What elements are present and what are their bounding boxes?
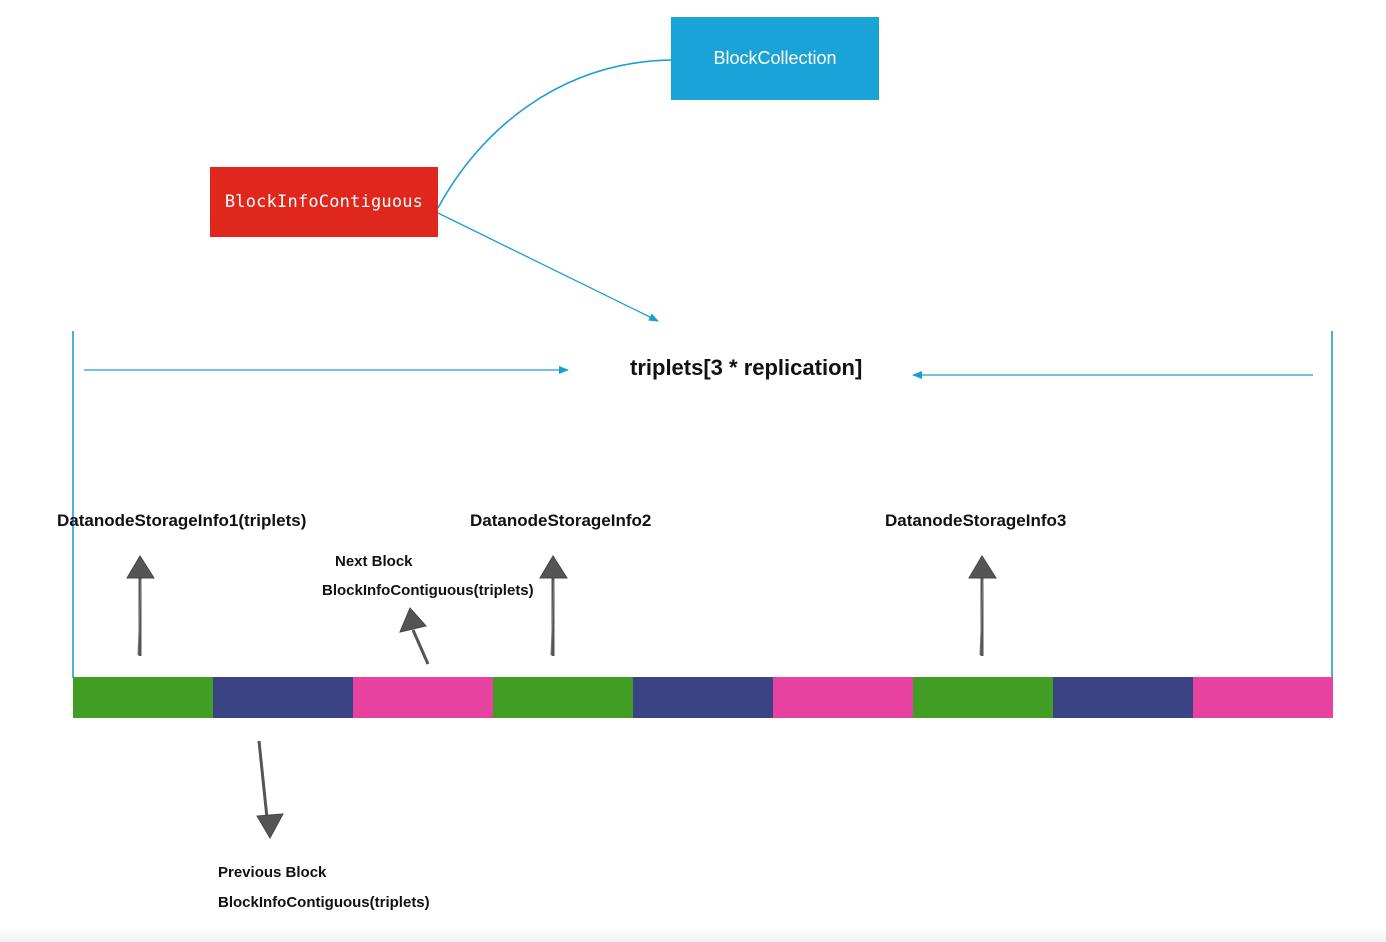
- triplets-connector-arrow: [437, 212, 659, 322]
- next-block-subtitle: BlockInfoContiguous(triplets): [322, 582, 534, 599]
- previous-block-arrow: [256, 740, 284, 840]
- storage-arrow-2: [539, 555, 568, 656]
- next-block-arrow: [399, 607, 430, 665]
- block-collection-node: BlockCollection: [671, 17, 879, 100]
- bottom-edge: [0, 928, 1386, 942]
- triplets-title: triplets[3 * replication]: [630, 355, 863, 380]
- storage-arrow-1: [126, 555, 155, 656]
- collection-connector-curve: [437, 59, 672, 209]
- block-collection-label: BlockCollection: [713, 48, 837, 68]
- block-info-contiguous-label: BlockInfoContiguous: [224, 192, 424, 212]
- triplet-cell-next: [353, 677, 493, 718]
- datanode-storage-info-1-label: DatanodeStorageInfo1(triplets): [57, 511, 307, 530]
- triplet-cell-previous: [1053, 677, 1193, 718]
- next-block-title: Next Block: [335, 553, 413, 570]
- triplet-cell-storage: [493, 677, 633, 718]
- triplet-cell-previous: [213, 677, 353, 718]
- block-info-contiguous-node: BlockInfoContiguous: [210, 167, 438, 237]
- triplet-cell-previous: [633, 677, 773, 718]
- triplet-cell-next: [773, 677, 913, 718]
- datanode-storage-info-2-label: DatanodeStorageInfo2: [470, 511, 652, 530]
- triplet-cell-next: [1193, 677, 1333, 718]
- previous-block-title: Previous Block: [218, 864, 327, 881]
- triplets-array: [73, 677, 1333, 718]
- storage-arrow-3: [968, 555, 997, 656]
- triplet-cell-storage: [913, 677, 1053, 718]
- datanode-storage-info-3-label: DatanodeStorageInfo3: [885, 511, 1067, 530]
- previous-block-subtitle: BlockInfoContiguous(triplets): [218, 894, 430, 911]
- triplet-cell-storage: [73, 677, 213, 718]
